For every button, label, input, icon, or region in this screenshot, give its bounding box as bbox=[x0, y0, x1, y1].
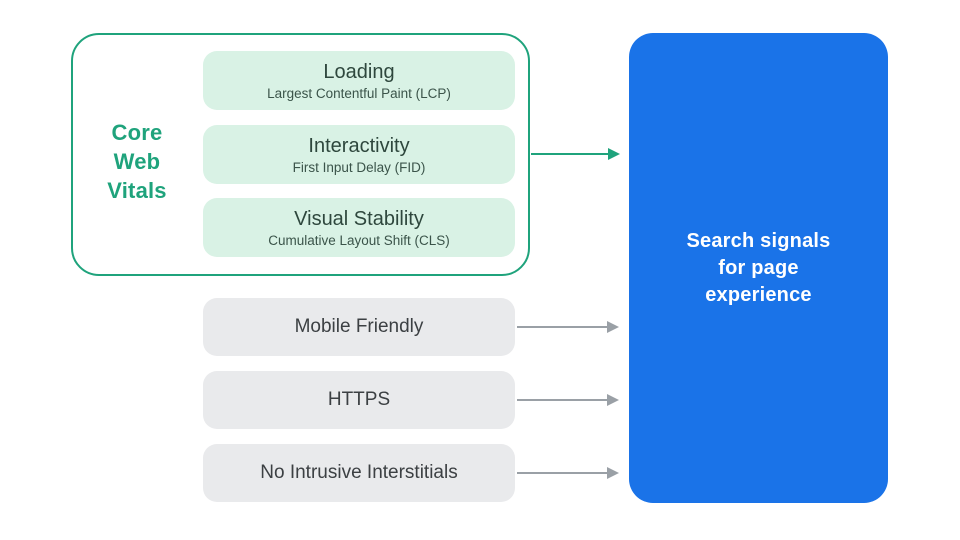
signal-card-https: HTTPS bbox=[203, 371, 515, 429]
vital-card-visual-stability: Visual Stability Cumulative Layout Shift… bbox=[203, 198, 515, 257]
search-signals-label: Search signals for page experience bbox=[686, 229, 831, 306]
arrow-https bbox=[517, 394, 619, 406]
core-web-vitals-label: Core Web Vitals bbox=[107, 120, 167, 203]
vital-title: Loading bbox=[323, 60, 395, 83]
core-web-vitals-group bbox=[71, 33, 530, 276]
signal-card-mobile-friendly: Mobile Friendly bbox=[203, 298, 515, 356]
arrow-mobile-friendly bbox=[517, 321, 619, 333]
vital-title: Interactivity bbox=[308, 134, 410, 157]
arrowhead-icon bbox=[607, 394, 619, 406]
search-signals-panel: Search signals for page experience bbox=[629, 33, 888, 503]
vital-title: Visual Stability bbox=[294, 207, 424, 230]
arrow-core-web-vitals bbox=[531, 148, 620, 160]
vital-subtitle: First Input Delay (FID) bbox=[292, 159, 426, 175]
arrow-no-intrusive-interstitials bbox=[517, 467, 619, 479]
vital-card-loading: Loading Largest Contentful Paint (LCP) bbox=[203, 51, 515, 110]
signal-card-no-intrusive-interstitials: No Intrusive Interstitials bbox=[203, 444, 515, 502]
signal-label: No Intrusive Interstitials bbox=[260, 462, 458, 483]
vital-card-interactivity: Interactivity First Input Delay (FID) bbox=[203, 125, 515, 184]
signal-label: Mobile Friendly bbox=[294, 316, 424, 337]
arrowhead-icon bbox=[607, 467, 619, 479]
signal-label: HTTPS bbox=[327, 389, 391, 410]
arrowhead-icon bbox=[608, 148, 620, 160]
vital-subtitle: Cumulative Layout Shift (CLS) bbox=[268, 232, 450, 248]
vital-subtitle: Largest Contentful Paint (LCP) bbox=[267, 85, 451, 101]
arrowhead-icon bbox=[607, 321, 619, 333]
